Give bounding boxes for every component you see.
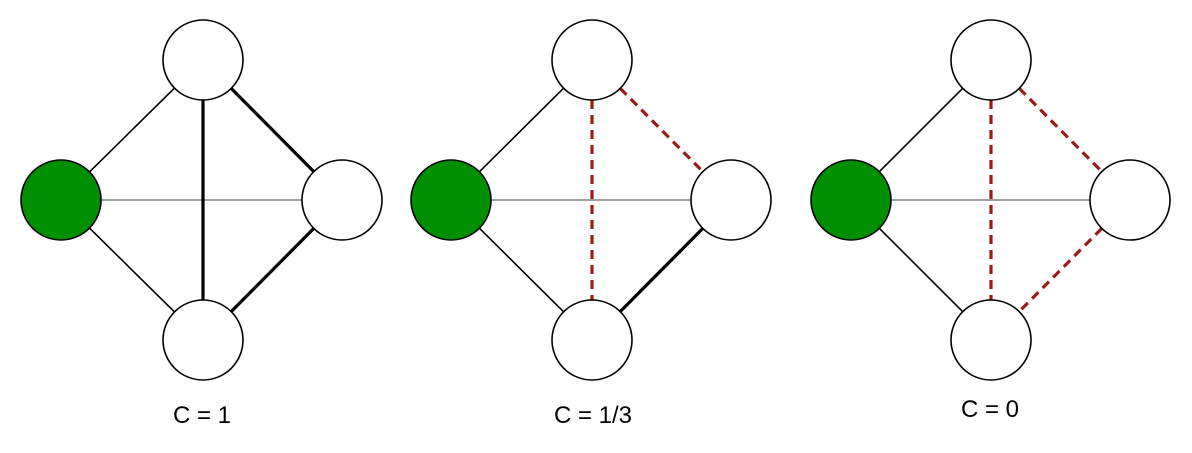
neighbor-node-top: [551, 19, 633, 101]
center-node: [20, 159, 102, 241]
edge-right-bottom-missing: [1018, 227, 1103, 313]
neighbor-node-top: [162, 19, 244, 101]
panel-c-1: [20, 19, 383, 381]
edge-center-top: [878, 87, 964, 173]
panel-caption: C = 1/3: [554, 402, 632, 429]
edge-top-right-missing: [1018, 87, 1103, 173]
panel-c-0: [810, 19, 1171, 381]
neighbor-node-right: [1089, 159, 1171, 241]
center-node: [810, 159, 892, 241]
edge-top-right: [230, 87, 315, 173]
edge-center-bottom: [878, 227, 964, 313]
panel-caption: C = 0: [961, 396, 1019, 423]
edge-right-bottom: [230, 227, 315, 313]
edge-center-top: [88, 87, 176, 173]
neighbor-node-right: [690, 159, 772, 241]
edge-center-bottom: [88, 227, 176, 313]
neighbor-node-right: [301, 159, 383, 241]
edge-right-bottom: [619, 227, 704, 313]
neighbor-node-top: [950, 19, 1032, 101]
center-node: [410, 159, 492, 241]
panel-c-one-third: [410, 19, 772, 381]
edge-center-bottom: [478, 227, 565, 313]
panel-caption: C = 1: [173, 402, 231, 429]
neighbor-node-bottom: [162, 299, 244, 381]
neighbor-node-bottom: [950, 299, 1032, 381]
neighbor-node-bottom: [551, 299, 633, 381]
edge-top-right-missing: [619, 87, 704, 173]
edge-center-top: [478, 87, 565, 173]
